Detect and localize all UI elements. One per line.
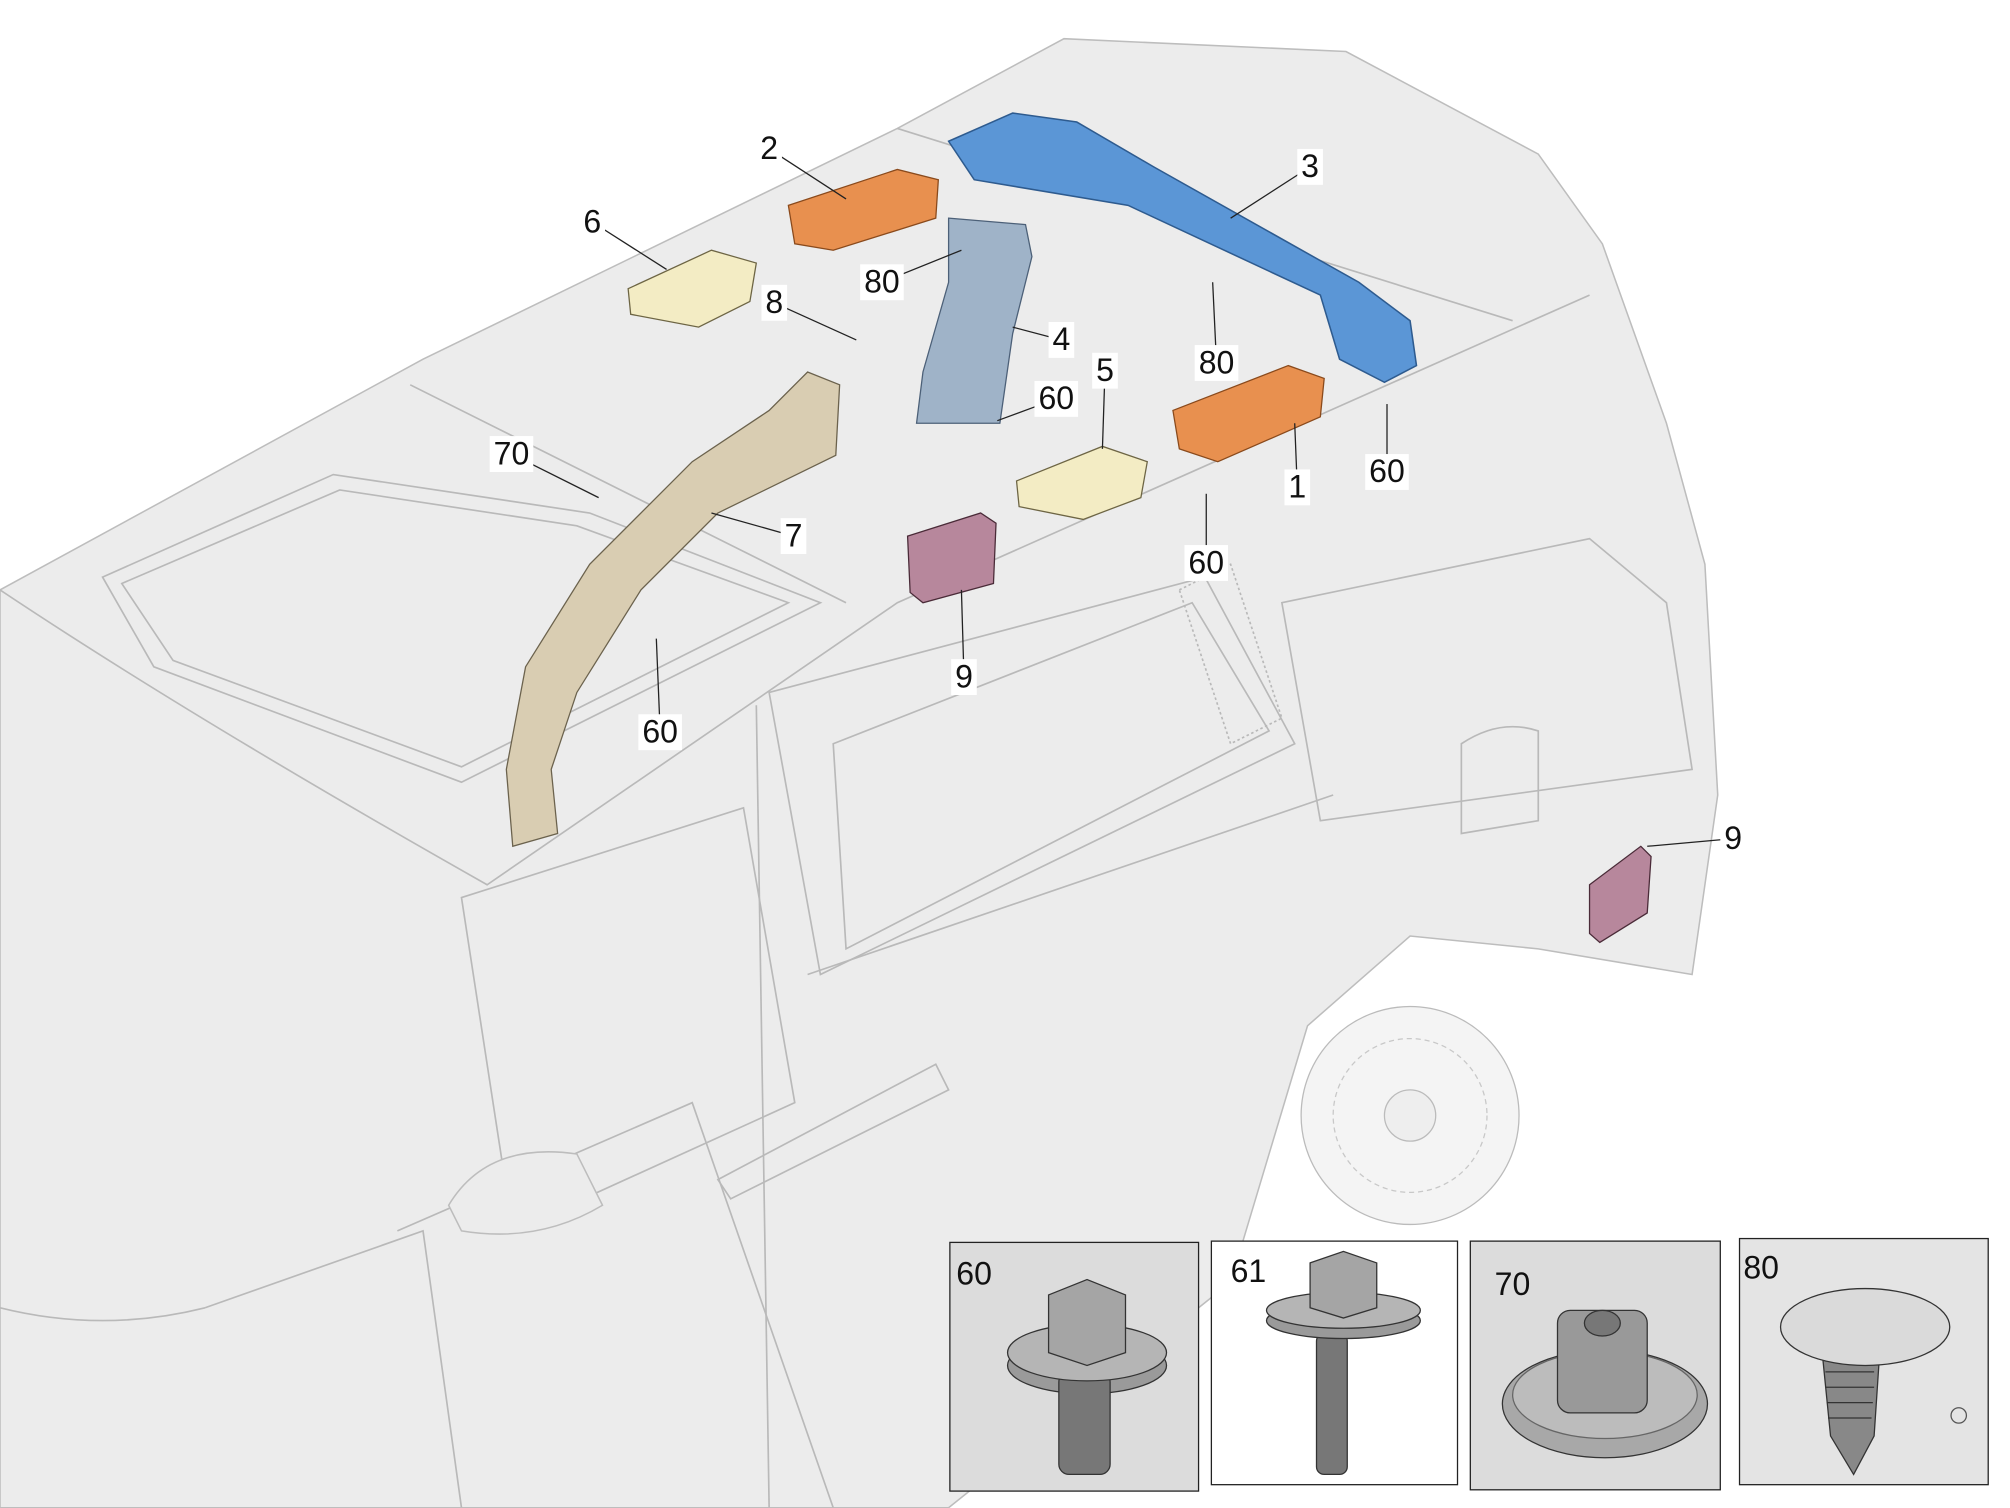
callout-background xyxy=(1048,322,1075,358)
callout-60[interactable]: 60 xyxy=(1038,380,1074,416)
leader-line xyxy=(711,512,794,537)
callout-4[interactable]: 4 xyxy=(1052,321,1070,357)
callout-background xyxy=(1184,545,1229,581)
callout-60[interactable]: 60 xyxy=(1369,453,1405,489)
callout-background xyxy=(1092,352,1118,389)
callout-background xyxy=(489,436,534,472)
callout-background xyxy=(860,264,904,301)
inset-label: 80 xyxy=(1743,1249,1779,1285)
inset-80[interactable]: 80 xyxy=(1738,1237,1989,1486)
callout-background xyxy=(780,518,807,555)
vehicle-outline xyxy=(0,37,1719,1508)
callout-background xyxy=(1034,380,1079,417)
callout-2[interactable]: 2 xyxy=(760,130,778,166)
callout-80[interactable]: 80 xyxy=(864,264,900,300)
leader-line xyxy=(1647,837,1734,847)
callout-background xyxy=(1284,469,1311,506)
callout-background xyxy=(1194,345,1239,381)
hex-bolt-icon xyxy=(1006,1278,1168,1476)
inset-label: 61 xyxy=(1231,1253,1267,1289)
duct-4-vertical[interactable] xyxy=(915,217,1033,424)
callout-7[interactable]: 7 xyxy=(785,517,803,553)
callout-background xyxy=(638,714,682,751)
fastener-insets: 60 61 70 xyxy=(949,1237,1989,1492)
callout-1[interactable]: 1 xyxy=(1288,469,1306,505)
callout-background xyxy=(761,284,788,321)
inset-60[interactable]: 60 xyxy=(949,1241,1200,1492)
callout-9[interactable]: 9 xyxy=(1724,820,1742,856)
callout-background xyxy=(756,131,782,167)
callout-background xyxy=(1365,454,1409,490)
callout-8[interactable]: 8 xyxy=(765,284,783,320)
callout-5[interactable]: 5 xyxy=(1096,352,1114,388)
flange-nut-icon xyxy=(1501,1309,1709,1459)
duct-3-rear-roof[interactable] xyxy=(947,112,1418,384)
callout-labels: 1 2 3 45 6 7 8 9 9 80 80 60 60 60 60 70 xyxy=(489,130,1746,857)
inset-label: 60 xyxy=(956,1256,992,1292)
callout-background xyxy=(1297,148,1323,185)
callout-6[interactable]: 6 xyxy=(583,203,601,239)
duct-7-pillar[interactable] xyxy=(505,371,841,848)
callout-background xyxy=(1720,820,1746,857)
duct-6[interactable] xyxy=(627,249,758,328)
duct-2-front-roof[interactable] xyxy=(787,168,940,251)
leader-line xyxy=(1230,166,1311,219)
inset-label: 70 xyxy=(1495,1266,1531,1302)
callout-60[interactable]: 60 xyxy=(642,713,678,749)
parts xyxy=(505,112,1652,944)
stud-bolt-icon xyxy=(1265,1250,1421,1476)
callout-80[interactable]: 80 xyxy=(1199,344,1235,380)
push-clip-icon xyxy=(1779,1287,1968,1476)
callout-background xyxy=(951,659,977,696)
callout-9[interactable]: 9 xyxy=(955,658,973,694)
callout-70[interactable]: 70 xyxy=(494,435,530,471)
vent-9-roof[interactable] xyxy=(906,512,997,604)
inset-61[interactable]: 61 xyxy=(1210,1240,1459,1486)
leader-line xyxy=(773,302,857,341)
duct-1[interactable] xyxy=(1172,364,1325,463)
inset-70[interactable]: 70 xyxy=(1469,1240,1721,1491)
callout-background xyxy=(579,204,606,240)
vent-9-rear[interactable] xyxy=(1588,845,1652,944)
callout-60[interactable]: 60 xyxy=(1188,544,1224,580)
callout-3[interactable]: 3 xyxy=(1301,148,1319,184)
